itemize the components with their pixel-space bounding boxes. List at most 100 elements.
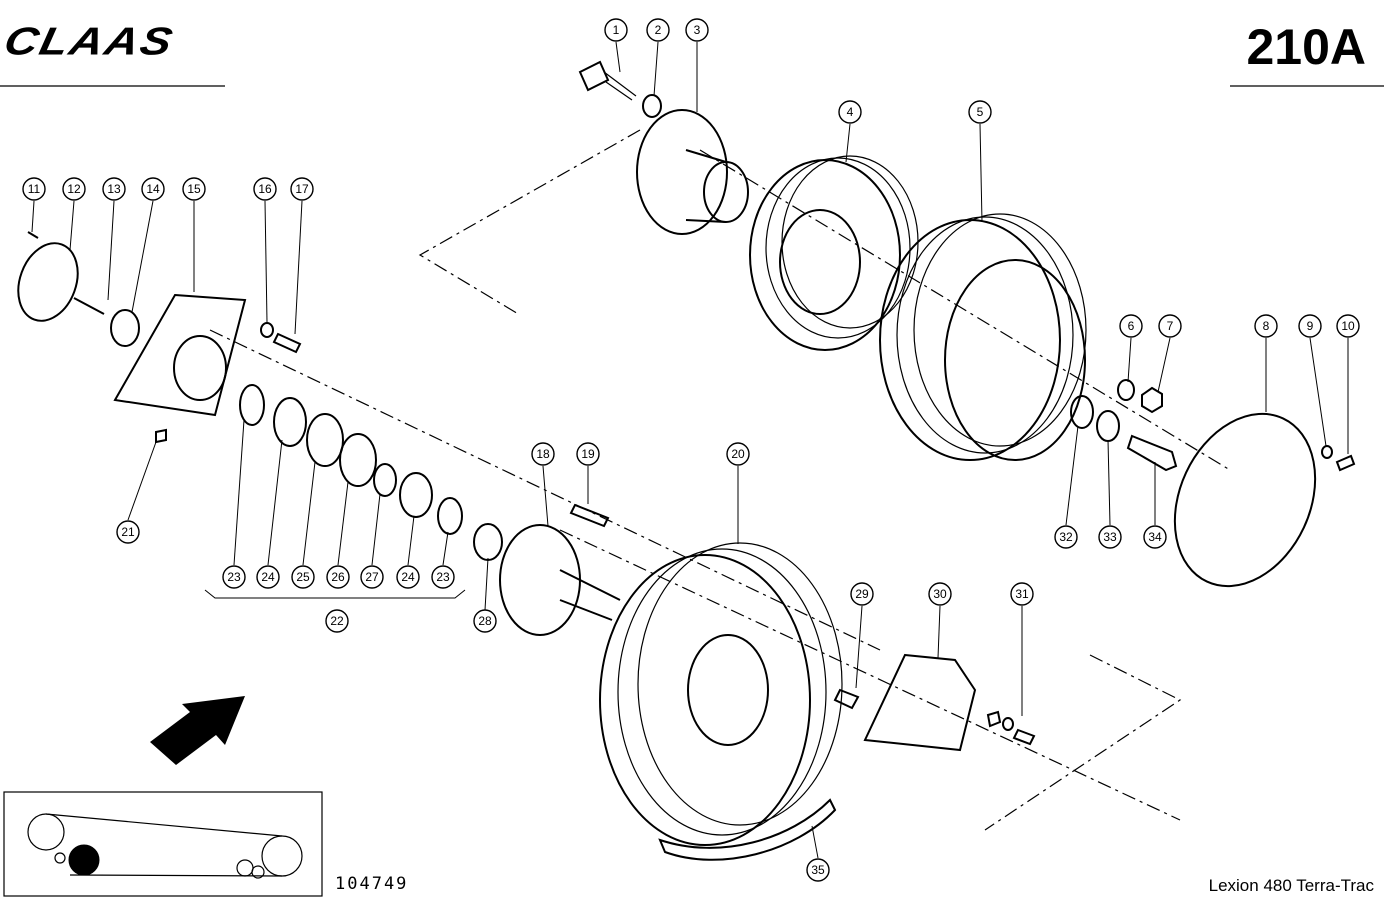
- spacer-part-33: [1096, 410, 1120, 442]
- callout-30: 30: [928, 582, 952, 606]
- svg-text:13: 13: [107, 182, 121, 196]
- hub-flange-part-3: [636, 109, 749, 235]
- callout-leaders: [31, 41, 1349, 859]
- callout-24-right: 24: [396, 565, 420, 589]
- callout-25: 25: [291, 565, 315, 589]
- cover-plate-part-8: [1173, 412, 1317, 588]
- callout-29: 29: [850, 582, 874, 606]
- washer-part-6: [1117, 379, 1135, 401]
- fasteners-part-31: [986, 710, 1036, 746]
- callout-18: 18: [531, 442, 555, 466]
- svg-text:7: 7: [1167, 319, 1174, 333]
- svg-text:10: 10: [1341, 319, 1355, 333]
- screw-part-11: [27, 231, 39, 239]
- callout-5: 5: [968, 100, 992, 124]
- svg-text:25: 25: [296, 570, 310, 584]
- callout-28: 28: [473, 609, 497, 633]
- svg-text:29: 29: [855, 587, 869, 601]
- callout-7: 7: [1158, 314, 1182, 338]
- callout-24-left: 24: [256, 565, 280, 589]
- svg-text:17: 17: [295, 182, 309, 196]
- callout-3: 3: [685, 18, 709, 42]
- cap-part-14: [110, 309, 140, 347]
- svg-text:18: 18: [536, 447, 550, 461]
- assembly-axes: [209, 129, 1231, 831]
- callout-12: 12: [62, 177, 86, 201]
- washer-part-9: [1321, 445, 1333, 459]
- callout-2: 2: [646, 18, 670, 42]
- bolt-part-34: [1126, 434, 1178, 472]
- bracket-part-30: [863, 653, 977, 752]
- callout-23-left: 23: [222, 565, 246, 589]
- svg-text:14: 14: [146, 182, 160, 196]
- svg-text:23: 23: [436, 570, 450, 584]
- arrow-icon: [150, 696, 245, 765]
- callout-14: 14: [141, 177, 165, 201]
- callout-31: 31: [1010, 582, 1034, 606]
- svg-text:33: 33: [1103, 530, 1117, 544]
- svg-text:35: 35: [811, 863, 825, 877]
- callout-20: 20: [726, 442, 750, 466]
- svg-text:1: 1: [613, 23, 620, 37]
- svg-text:19: 19: [581, 447, 595, 461]
- callout-10: 10: [1336, 314, 1360, 338]
- callout-17: 17: [290, 177, 314, 201]
- callout-19: 19: [576, 442, 600, 466]
- seal-part-32: [1070, 395, 1094, 429]
- nut-part-21: [155, 428, 167, 444]
- key-part-19: [569, 503, 610, 528]
- pulley-part-4: [749, 155, 919, 351]
- svg-text:31: 31: [1015, 587, 1029, 601]
- callout-15: 15: [182, 177, 206, 201]
- pulley-part-20: [599, 542, 843, 846]
- callout-6: 6: [1119, 314, 1143, 338]
- bolt-part-1: [578, 60, 637, 101]
- screw-part-10: [1335, 454, 1356, 472]
- nut-part-7: [1141, 386, 1163, 414]
- svg-text:24: 24: [261, 570, 275, 584]
- bearing-stack: [239, 384, 503, 561]
- bolt-part-13: [73, 297, 105, 315]
- svg-text:8: 8: [1263, 319, 1270, 333]
- callout-4: 4: [838, 100, 862, 124]
- bolt-part-17: [272, 332, 302, 354]
- svg-text:30: 30: [933, 587, 947, 601]
- svg-text:4: 4: [847, 105, 854, 119]
- svg-text:9: 9: [1307, 319, 1314, 333]
- group-bracket-22: [204, 589, 466, 599]
- bolt-part-29: [833, 688, 860, 710]
- shaft-flange-part-18: [499, 524, 621, 636]
- drawing-number: 104749: [335, 874, 409, 894]
- callout-16: 16: [253, 177, 277, 201]
- svg-text:21: 21: [121, 525, 135, 539]
- svg-text:26: 26: [331, 570, 345, 584]
- svg-text:15: 15: [187, 182, 201, 196]
- callout-1: 1: [604, 18, 628, 42]
- page-number: 210A: [1246, 19, 1366, 75]
- svg-text:2: 2: [655, 23, 662, 37]
- washer-part-16: [260, 322, 274, 338]
- callout-23-right: 23: [431, 565, 455, 589]
- washer-part-2: [642, 94, 662, 118]
- svg-text:20: 20: [731, 447, 745, 461]
- callout-22: 22: [325, 609, 349, 633]
- bearing-housing-part-15: [113, 293, 247, 417]
- callout-group: 1 2 3 4 5 6 7 8 9 10 11 12 13 14 15 16 1…: [22, 18, 1360, 882]
- svg-text:24: 24: [401, 570, 415, 584]
- svg-text:32: 32: [1059, 530, 1073, 544]
- callout-9: 9: [1298, 314, 1322, 338]
- cover-plate-part-12: [17, 242, 79, 322]
- svg-text:23: 23: [227, 570, 241, 584]
- callout-35: 35: [806, 858, 830, 882]
- belt-part-35: [658, 798, 837, 861]
- svg-text:28: 28: [478, 614, 492, 628]
- callout-32: 32: [1054, 525, 1078, 549]
- svg-text:12: 12: [67, 182, 81, 196]
- svg-text:27: 27: [365, 570, 379, 584]
- callout-8: 8: [1254, 314, 1278, 338]
- inset-frame: [3, 791, 323, 897]
- callout-33: 33: [1098, 525, 1122, 549]
- model-name: Lexion 480 Terra-Trac: [1208, 876, 1374, 895]
